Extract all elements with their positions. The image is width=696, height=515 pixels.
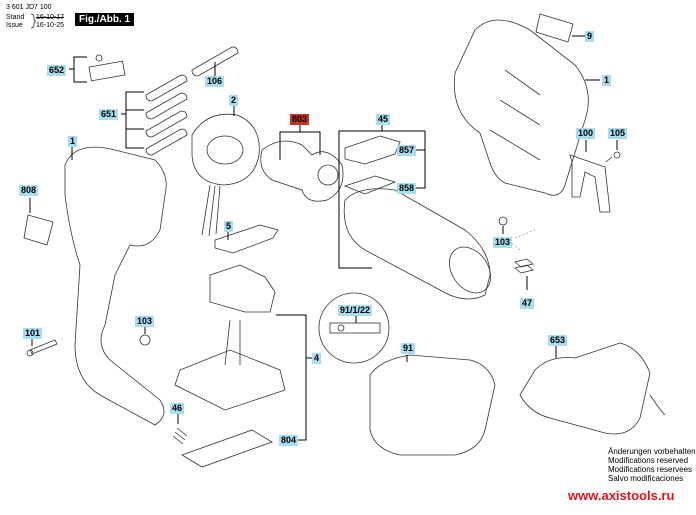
issue-date: 16-10-25 <box>36 22 65 29</box>
note-es: Salvo modificaciones <box>608 474 684 483</box>
housing-left-half <box>64 146 167 426</box>
figure-title: Fig./Abb. 1 <box>75 13 135 26</box>
label-857[interactable]: 857 <box>397 145 417 156</box>
header-brace <box>30 13 37 29</box>
spring-46 <box>172 427 188 445</box>
label-103-right[interactable]: 103 <box>493 237 513 248</box>
part-857 <box>344 135 401 165</box>
part-652 <box>88 60 126 82</box>
nut-103-right <box>498 216 508 226</box>
issue-label: Issue <box>6 22 23 29</box>
stand-date: 16-10-17 <box>36 14 65 21</box>
label-2[interactable]: 2 <box>229 95 239 106</box>
note-fr: Modifications reservees <box>608 465 693 474</box>
label-45[interactable]: 45 <box>376 114 391 125</box>
label-808[interactable]: 808 <box>19 185 39 196</box>
website-link[interactable]: www.axistools.ru <box>568 488 675 503</box>
rotor-803 <box>260 140 344 202</box>
label-47[interactable]: 47 <box>520 298 535 309</box>
battery-label-91-1-22 <box>329 322 381 334</box>
label-4[interactable]: 4 <box>312 353 322 364</box>
label-9[interactable]: 9 <box>585 31 595 42</box>
stator-wires <box>201 184 221 237</box>
label-100[interactable]: 100 <box>576 128 596 139</box>
screw-105 <box>613 151 621 159</box>
part-858 <box>343 175 397 195</box>
label-46[interactable]: 46 <box>170 403 185 414</box>
charger-653 <box>519 342 651 435</box>
label-803[interactable]: 803 <box>290 114 310 125</box>
label-91[interactable]: 91 <box>401 343 416 354</box>
gearbox-chuck <box>343 188 491 300</box>
part-651-group <box>145 74 188 156</box>
label-106[interactable]: 106 <box>205 76 225 87</box>
label-653[interactable]: 653 <box>548 335 568 346</box>
modification-notes: Änderungen vorbehalten Modifications res… <box>608 447 696 483</box>
label-858[interactable]: 858 <box>397 183 417 194</box>
label-1-right[interactable]: 1 <box>602 75 612 86</box>
control-board <box>174 349 286 411</box>
stator-2 <box>191 113 260 186</box>
belt-clip <box>569 154 611 213</box>
part-106 <box>191 46 239 77</box>
nut-103-left <box>139 334 151 346</box>
part-number: 3 601 JD7 100 <box>6 4 52 11</box>
screw-101 <box>29 339 58 355</box>
label-651[interactable]: 651 <box>99 109 119 120</box>
label-1-left[interactable]: 1 <box>68 136 78 147</box>
part-804 <box>181 429 273 468</box>
battery-91 <box>369 354 496 456</box>
part-9-plate <box>535 13 574 43</box>
label-5[interactable]: 5 <box>224 221 234 232</box>
label-101[interactable]: 101 <box>23 328 43 339</box>
charger-cable <box>649 394 666 416</box>
note-en: Modifications reserved <box>608 456 689 465</box>
part-47 <box>514 258 534 274</box>
callout-circle <box>318 292 390 364</box>
housing-right-half <box>453 19 589 196</box>
note-de: Änderungen vorbehalten <box>608 447 696 456</box>
label-105[interactable]: 105 <box>608 128 628 139</box>
part-808-label <box>23 214 54 246</box>
label-804[interactable]: 804 <box>279 435 299 446</box>
housing-right-detail <box>489 69 541 161</box>
switch-module <box>209 264 276 313</box>
label-91-1-22[interactable]: 91/1/22 <box>338 305 373 316</box>
stand-label: Stand <box>6 14 25 21</box>
label-652[interactable]: 652 <box>47 65 67 76</box>
switch-wires <box>224 319 241 366</box>
part-5 <box>214 224 279 254</box>
label-103-left[interactable]: 103 <box>135 316 155 327</box>
